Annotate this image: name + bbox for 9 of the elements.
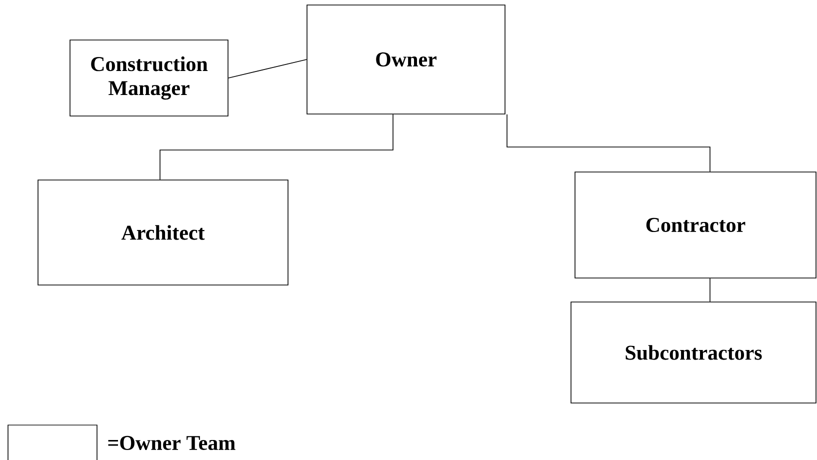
org-box: Contractor [574, 172, 816, 278]
org-box: Architect [38, 180, 288, 286]
org-box: Subcontractors [570, 302, 816, 404]
legend-label: =Owner Team [108, 436, 236, 450]
connector-line [228, 59, 307, 78]
org-box: Owner [306, 4, 506, 114]
org-box: Construction Manager [70, 40, 228, 116]
connector-line [506, 114, 710, 172]
connector-line [160, 114, 394, 180]
